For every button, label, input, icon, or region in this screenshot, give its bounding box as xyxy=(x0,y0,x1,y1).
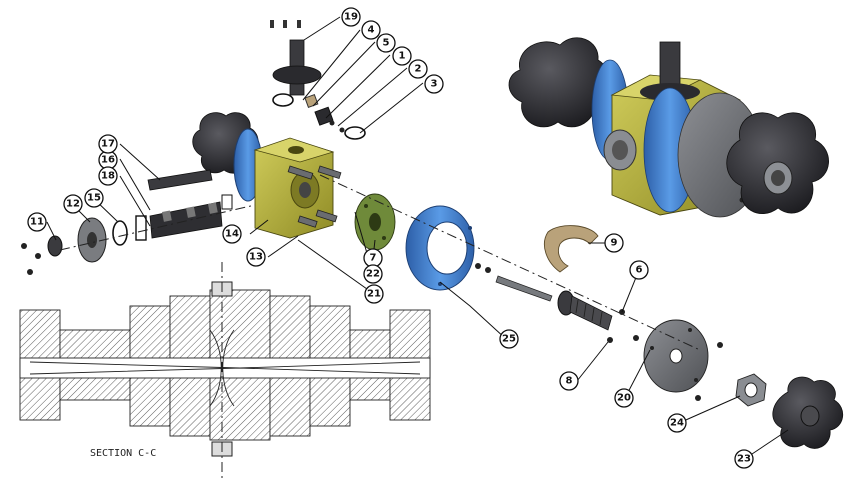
balloon-4: 4 xyxy=(361,20,381,40)
balloon-circle xyxy=(614,388,634,408)
balloon-label: 1 xyxy=(399,51,406,62)
balloon-2: 2 xyxy=(408,59,428,79)
balloon-label: 6 xyxy=(636,265,643,276)
assembled-view xyxy=(508,37,829,218)
balloon-circle xyxy=(363,264,383,284)
balloon-circle xyxy=(246,247,266,267)
threaded-shaft xyxy=(475,263,625,343)
balloon-17: 17 xyxy=(98,134,118,154)
balloon-label: 24 xyxy=(670,418,684,429)
balloon-label: 4 xyxy=(368,25,375,36)
bracket-parts xyxy=(147,169,233,239)
section-label: SECTION C-C xyxy=(90,448,156,459)
balloon-circle xyxy=(392,46,412,66)
balloon-circle xyxy=(604,233,624,253)
balloon-circle xyxy=(84,188,104,208)
balloon-8: 8 xyxy=(559,371,579,391)
balloon-11: 11 xyxy=(27,212,47,232)
balloon-circle xyxy=(408,59,428,79)
balloon-circle xyxy=(361,20,381,40)
balloon-label: 21 xyxy=(367,289,381,300)
balloon-label: 15 xyxy=(87,193,101,204)
balloon-9: 9 xyxy=(604,233,624,253)
section-view: SECTION C-C xyxy=(19,262,431,482)
balloon-circle xyxy=(98,134,118,154)
balloon-circle xyxy=(63,194,83,214)
balloon-16: 16 xyxy=(98,150,118,170)
balloon-20: 20 xyxy=(614,388,634,408)
balloon-label: 16 xyxy=(101,155,115,166)
balloon-circle xyxy=(364,284,384,304)
balloon-18: 18 xyxy=(98,166,118,186)
balloon-25: 25 xyxy=(499,329,519,349)
balloon-label: 8 xyxy=(566,376,573,387)
balloon-circle xyxy=(27,212,47,232)
blue-ring-exploded xyxy=(405,205,475,291)
stem-assembly xyxy=(270,20,366,140)
balloon-label: 3 xyxy=(431,79,438,90)
balloon-label: 11 xyxy=(30,217,44,228)
balloon-21: 21 xyxy=(364,284,384,304)
balloon-circle xyxy=(222,224,242,244)
balloon-23: 23 xyxy=(734,449,754,469)
balloon-14: 14 xyxy=(222,224,242,244)
c-plate xyxy=(544,225,599,273)
balloon-label: 22 xyxy=(366,269,380,280)
balloon-label: 17 xyxy=(101,139,115,150)
balloon-label: 14 xyxy=(225,229,239,240)
balloon-label: 18 xyxy=(101,171,115,182)
balloon-label: 2 xyxy=(415,64,422,75)
balloon-22: 22 xyxy=(363,264,383,284)
balloon-circle xyxy=(341,7,361,27)
balloon-label: 5 xyxy=(383,38,390,49)
balloon-1: 1 xyxy=(392,46,412,66)
balloon-circle xyxy=(667,413,687,433)
balloon-circle xyxy=(734,449,754,469)
balloon-circle xyxy=(499,329,519,349)
balloon-5: 5 xyxy=(376,33,396,53)
balloon-label: 13 xyxy=(249,252,263,263)
balloon-label: 9 xyxy=(611,238,618,249)
balloon-circle xyxy=(629,260,649,280)
balloon-label: 20 xyxy=(617,393,631,404)
balloon-3: 3 xyxy=(424,74,444,94)
balloon-circle xyxy=(424,74,444,94)
balloon-label: 19 xyxy=(344,12,358,23)
balloon-6: 6 xyxy=(629,260,649,280)
insert-disk xyxy=(354,193,396,251)
balloon-circle xyxy=(559,371,579,391)
balloon-label: 12 xyxy=(66,199,80,210)
balloon-circle xyxy=(376,33,396,53)
balloon-label: 25 xyxy=(502,334,516,345)
balloon-label: 23 xyxy=(737,454,751,465)
balloon-19: 19 xyxy=(341,7,361,27)
balloon-15: 15 xyxy=(84,188,104,208)
balloon-7: 7 xyxy=(363,248,383,268)
balloon-circle xyxy=(98,166,118,186)
balloon-label: 7 xyxy=(370,253,377,264)
hex-nut xyxy=(735,373,767,407)
end-disk xyxy=(633,319,723,401)
studs xyxy=(287,165,342,228)
balloon-24: 24 xyxy=(667,413,687,433)
exploded-view xyxy=(21,20,843,449)
balloon-12: 12 xyxy=(63,194,83,214)
balloon-13: 13 xyxy=(246,247,266,267)
left-end-parts xyxy=(21,215,147,275)
